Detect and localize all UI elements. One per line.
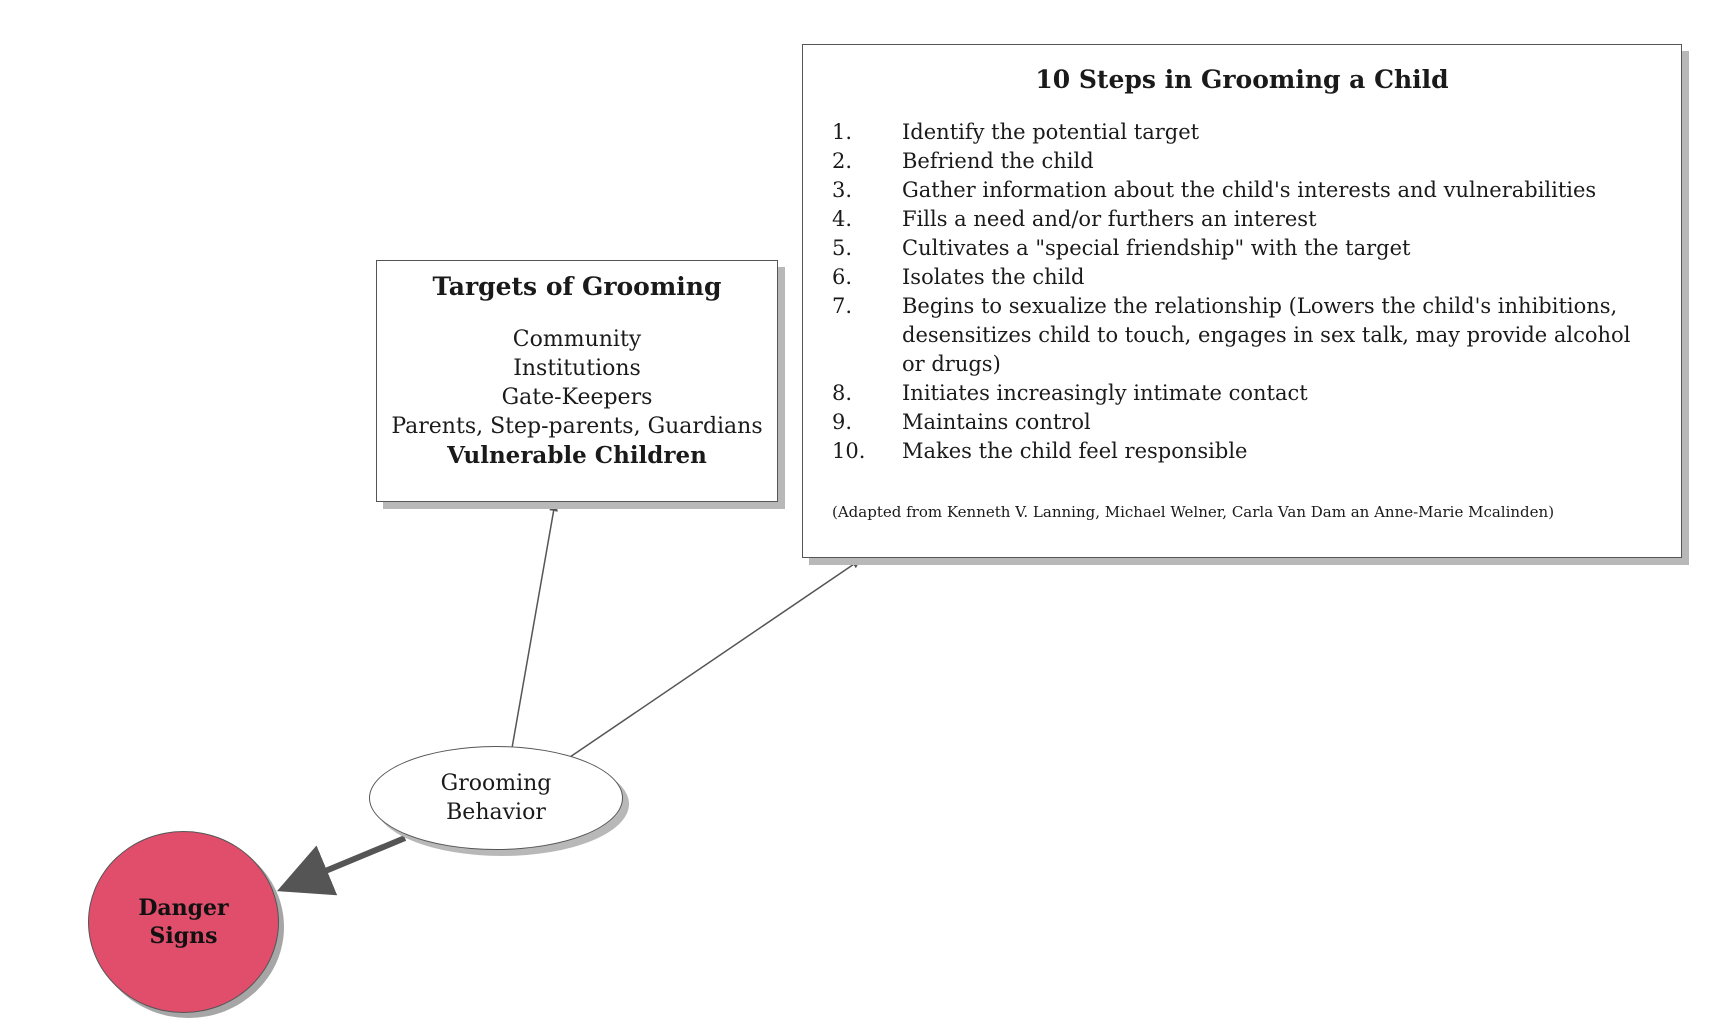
step-item: 4. Fills a need and/or furthers an intere… [832, 205, 1657, 234]
arrow-grooming-to-steps [569, 559, 861, 758]
step-number: 5. [832, 236, 853, 260]
step-number: 7. [832, 294, 853, 318]
step-text: Makes the child feel responsible [902, 439, 1248, 463]
steps-list: 1. Identify the potential target 2. Befrie… [803, 118, 1681, 466]
targets-list: Community Institutions Gate-Keepers Pare… [377, 325, 777, 470]
target-item: Parents, Step-parents, Guardians [391, 414, 763, 439]
step-text: Cultivates a "special friendship" with t… [902, 236, 1411, 260]
targets-of-grooming-box: Targets of Grooming Community Institutio… [376, 260, 778, 502]
target-item: Gate-Keepers [501, 385, 653, 410]
step-number: 1. [832, 120, 853, 144]
step-text: Befriend the child [902, 149, 1094, 173]
step-number: 2. [832, 149, 853, 173]
step-text: Fills a need and/or furthers an interest [902, 207, 1317, 231]
step-number: 8. [832, 381, 853, 405]
step-item: 6. Isolates the child [832, 263, 1657, 292]
step-item: 9. Maintains control [832, 408, 1657, 437]
target-item: Community [512, 327, 642, 352]
step-item: 5. Cultivates a "special friendship" with… [832, 234, 1657, 263]
step-number: 9. [832, 410, 853, 434]
step-number: 6. [832, 265, 853, 289]
step-item: 8. Initiates increasingly intimate contac… [832, 379, 1657, 408]
step-text: Gather information about the child's int… [902, 178, 1597, 202]
step-text: Identify the potential target [902, 120, 1200, 144]
step-item: 10. Makes the child feel responsible [832, 437, 1657, 466]
step-item: 2. Befriend the child [832, 147, 1657, 176]
grooming-label-line1: Grooming [440, 771, 552, 796]
step-text: Maintains control [902, 410, 1091, 434]
step-number: 4. [832, 207, 853, 231]
arrow-grooming-to-danger [277, 835, 407, 896]
targets-title: Targets of Grooming [432, 272, 722, 301]
step-number: 3. [832, 178, 853, 202]
steps-title: 10 Steps in Grooming a Child [1035, 65, 1449, 94]
grooming-steps-box: 10 Steps in Grooming a Child 1. Identify … [802, 44, 1682, 558]
arrow-grooming-to-targets [511, 502, 559, 749]
steps-source-note: (Adapted from Kenneth V. Lanning, Michae… [832, 503, 1555, 521]
step-item: 7. Begins to sexualize the relationship (… [832, 292, 1657, 379]
step-item: 3. Gather information about the child's i… [832, 176, 1657, 205]
grooming-label-line2: Behavior [446, 800, 546, 825]
step-text: Begins to sexualize the relationship (Lo… [902, 294, 1631, 376]
step-text: Initiates increasingly intimate contact [902, 381, 1308, 405]
target-item: Institutions [513, 356, 641, 381]
step-number: 10. [832, 439, 866, 463]
danger-label-line2: Signs [149, 923, 218, 949]
step-item: 1. Identify the potential target [832, 118, 1657, 147]
danger-label-line1: Danger [138, 895, 229, 921]
target-item-emphasis: Vulnerable Children [447, 442, 707, 469]
step-text: Isolates the child [902, 265, 1085, 289]
